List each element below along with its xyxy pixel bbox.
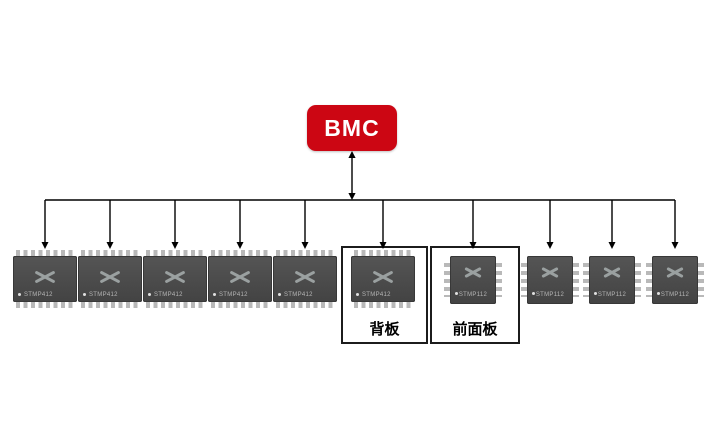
chip-pins — [146, 302, 204, 308]
chip-stmp112-front-panel: STMP112 — [444, 256, 502, 304]
chip-label: STMP412 — [284, 292, 313, 298]
chip-stmp412: STMP412 — [13, 250, 77, 308]
chip-pins — [81, 250, 139, 256]
chip-body: STMP412 — [78, 256, 142, 302]
chip-label: STMP412 — [154, 292, 183, 298]
chip-stmp412: STMP412 — [78, 250, 142, 308]
st-logo-icon — [99, 269, 121, 285]
chip-pins — [16, 250, 74, 256]
chip-body: STMP412 — [13, 256, 77, 302]
st-logo-icon — [229, 269, 251, 285]
pin1-dot — [594, 292, 597, 295]
chip-body: STMP412 — [208, 256, 272, 302]
st-logo-icon — [34, 269, 56, 285]
chip-body: STMP112 — [527, 256, 573, 304]
chip-pins — [146, 250, 204, 256]
pin1-dot — [83, 293, 86, 296]
chip-pins — [211, 250, 269, 256]
chip-pins — [276, 250, 334, 256]
st-logo-icon — [464, 266, 482, 279]
chip-pins — [81, 302, 139, 308]
pin1-dot — [18, 293, 21, 296]
st-logo-icon — [666, 266, 684, 279]
chip-body: STMP412 — [351, 256, 415, 302]
chip-pins — [211, 302, 269, 308]
chip-body: STMP112 — [450, 256, 496, 304]
chip-label: STMP112 — [660, 292, 690, 298]
chip-stmp112: STMP112 — [521, 256, 579, 304]
chip-stmp412-backplane: STMP412 — [351, 250, 415, 308]
chip-label: STMP412 — [24, 292, 53, 298]
chip-stmp112: STMP112 — [646, 256, 704, 304]
chip-pins — [354, 250, 412, 256]
chip-pins — [16, 302, 74, 308]
pin1-dot — [532, 292, 535, 295]
st-logo-icon — [294, 269, 316, 285]
chip-pins — [276, 302, 334, 308]
st-logo-icon — [372, 269, 394, 285]
chip-stmp412: STMP412 — [143, 250, 207, 308]
pin1-dot — [657, 292, 660, 295]
chip-body: STMP412 — [143, 256, 207, 302]
chip-stmp412: STMP412 — [273, 250, 337, 308]
chip-label: STMP412 — [219, 292, 248, 298]
st-logo-icon — [603, 266, 621, 279]
pin1-dot — [455, 292, 458, 295]
bmc-node-label: BMC — [324, 114, 380, 141]
chip-label: STMP412 — [89, 292, 118, 298]
pin1-dot — [356, 293, 359, 296]
chip-label: STMP112 — [535, 292, 565, 298]
chip-stmp112: STMP112 — [583, 256, 641, 304]
st-logo-icon — [541, 266, 559, 279]
chip-body: STMP112 — [589, 256, 635, 304]
chip-body: STMP412 — [273, 256, 337, 302]
chip-pins — [354, 302, 412, 308]
backplane-label: 背板 — [369, 321, 400, 338]
bmc-node: BMC — [307, 105, 397, 151]
chip-stmp412: STMP412 — [208, 250, 272, 308]
chip-label: STMP112 — [458, 292, 488, 298]
pin1-dot — [148, 293, 151, 296]
pin1-dot — [213, 293, 216, 296]
chip-label: STMP412 — [362, 292, 391, 298]
chip-body: STMP112 — [652, 256, 698, 304]
chip-label: STMP112 — [597, 292, 627, 298]
front-panel-label: 前面板 — [452, 321, 498, 338]
st-logo-icon — [164, 269, 186, 285]
pin1-dot — [278, 293, 281, 296]
